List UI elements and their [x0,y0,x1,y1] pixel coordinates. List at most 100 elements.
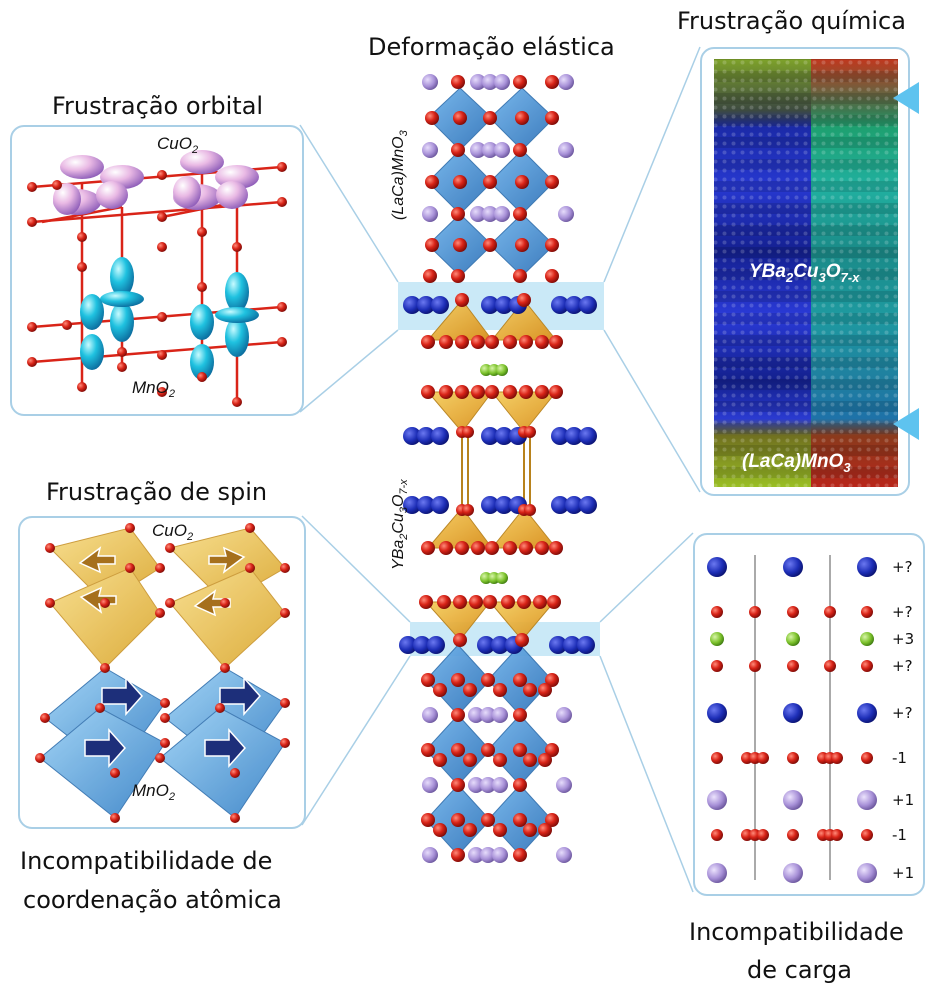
oxygen-atom [277,197,287,207]
la-ca-atom [468,777,484,793]
oxygen-atom [503,335,517,349]
cu-o-chains [461,432,531,508]
oxygen-atom [419,595,433,609]
oxygen-atom [451,848,465,862]
oxygen-atom [230,768,240,778]
oxygen-atom [421,813,435,827]
oxygen-atom [757,752,769,764]
label-cuo2-orbital: CuO2 [157,134,198,156]
oxygen-atom [455,335,469,349]
oxygen-atom [433,753,447,767]
oxygen-atom [519,335,533,349]
charge-value: +? [892,558,913,576]
oxygen-atom [545,269,559,283]
oxygen-atom [483,595,497,609]
la-ca-atom [558,206,574,222]
oxygen-atom [110,768,120,778]
orbital-oxygen-atoms [27,162,287,407]
cu-dx2y2-orbitals [53,150,259,215]
la-ca-atom [422,847,438,863]
stem-image: YBa2Cu3O7-x (LaCa)MnO3 [714,59,898,487]
oxygen-atom [451,708,465,722]
ba-atom [551,427,569,445]
la-ca-atom [468,847,484,863]
oxygen-atom [513,75,527,89]
oxygen-atom [160,738,170,748]
oxygen-atom [483,175,497,189]
oxygen-atom [485,385,499,399]
la-ca-atom [492,777,508,793]
title-incompat-carga-line2: de carga [747,956,852,984]
charge-value: +? [892,704,913,722]
oxygen-atom [749,660,761,672]
y-atom [860,632,874,646]
oxygen-atom [471,385,485,399]
la-ca-atom [482,206,498,222]
oxygen-atom [513,743,527,757]
oxygen-atom [535,541,549,555]
oxygen-atom [471,541,485,555]
oxygen-atom [547,595,561,609]
oxygen-atom [861,606,873,618]
oxygen-atom [280,738,290,748]
spin-arrows-cu [78,546,246,617]
oxygen-atom [545,111,559,125]
la-ca-atom [556,847,572,863]
oxygen-atom [483,238,497,252]
oxygen-atom [451,207,465,221]
la-ca-atom [494,142,510,158]
la-ca-atom [558,142,574,158]
oxygen-atom [501,595,515,609]
label-cuo2-spin: CuO2 [152,521,193,543]
oxygen-atom [451,743,465,757]
oxygen-atom [280,608,290,618]
ba-atom [403,427,421,445]
oxygen-atom [757,829,769,841]
oxygen-atom [439,385,453,399]
y-atom [496,572,508,584]
oxygen-atom [535,335,549,349]
oxygen-atom [485,335,499,349]
oxygen-atom [538,753,552,767]
oxygen-atom [513,673,527,687]
ba-atom [427,636,445,654]
panel-chemical-frustration: YBa2Cu3O7-x (LaCa)MnO3 [700,47,910,496]
oxygen-atom [165,598,175,608]
oxygen-atom [52,180,62,190]
oxygen-atom [220,663,230,673]
oxygen-atom [545,673,559,687]
oxygen-atom [27,322,37,332]
oxygen-atom [110,813,120,823]
oxygen-atom [831,752,843,764]
oxygen-atom [277,337,287,347]
oxygen-atom [230,813,240,823]
ba-atom [565,427,583,445]
la-ca-atom [468,707,484,723]
oxygen-atom [280,563,290,573]
oxygen-atom [545,75,559,89]
la-ca-atom [422,777,438,793]
ba-atom [579,427,597,445]
oxygen-atom [513,848,527,862]
ba-atom [481,296,499,314]
oxygen-atom [549,385,563,399]
panel-orbital-frustration: CuO2 MnO2 [10,125,304,416]
oxygen-atom [77,262,87,272]
oxygen-atom [425,111,439,125]
ba-atom [783,703,803,723]
oxygen-atom [711,660,723,672]
ba-atom [549,636,567,654]
oxygen-atom [481,813,495,827]
label-lacamno3-stem: (LaCa)MnO3 [742,451,851,475]
charge-value: +3 [892,630,914,648]
oxygen-atom [787,829,799,841]
title-incompat-coord-line2: coordenação atômica [23,886,282,914]
oxygen-atom [824,660,836,672]
spin-arrows-mn [84,676,262,768]
oxygen-atom [523,753,537,767]
oxygen-atom [519,541,533,555]
oxygen-atom [549,541,563,555]
oxygen-atom [125,563,135,573]
la-ca-atom [494,206,510,222]
